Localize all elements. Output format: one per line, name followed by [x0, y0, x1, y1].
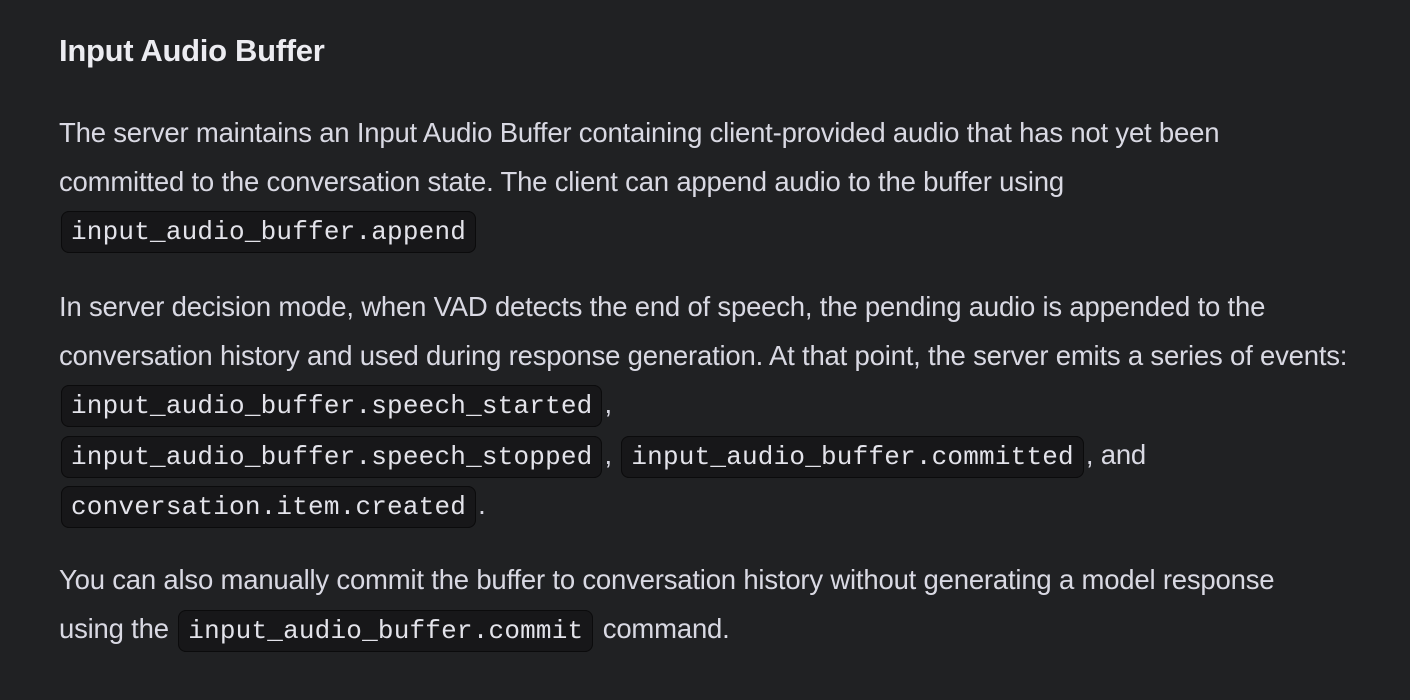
paragraph-server-vad: In server decision mode, when VAD detect…: [59, 283, 1349, 532]
paragraph-text: The server maintains an Input Audio Buff…: [59, 117, 1220, 197]
code-speech-stopped-event: input_audio_buffer.speech_stopped: [61, 435, 603, 478]
code-speech-started-event: input_audio_buffer.speech_started: [61, 385, 603, 427]
separator-text: , and: [1085, 438, 1147, 470]
code-item-created-event: conversation.item.created: [61, 486, 477, 528]
period-text: .: [478, 489, 486, 520]
code-committed-event: input_audio_buffer.committed: [621, 435, 1084, 478]
code-append-event: input_audio_buffer.append: [61, 211, 477, 253]
section-heading: Input Audio Buffer: [59, 33, 325, 68]
paragraph-buffer-intro: The server maintains an Input Audio Buff…: [59, 109, 1319, 257]
paragraph-text: In server decision mode, when VAD detect…: [59, 291, 1348, 371]
separator-text: ,: [604, 388, 612, 419]
separator-text: ,: [604, 438, 620, 470]
code-commit-command: input_audio_buffer.commit: [178, 609, 594, 652]
paragraph-manual-commit: You can also manually commit the buffer …: [59, 556, 1319, 655]
paragraph-text: You can also manually commit the buffer …: [59, 564, 1275, 644]
paragraph-text: command.: [595, 612, 730, 644]
